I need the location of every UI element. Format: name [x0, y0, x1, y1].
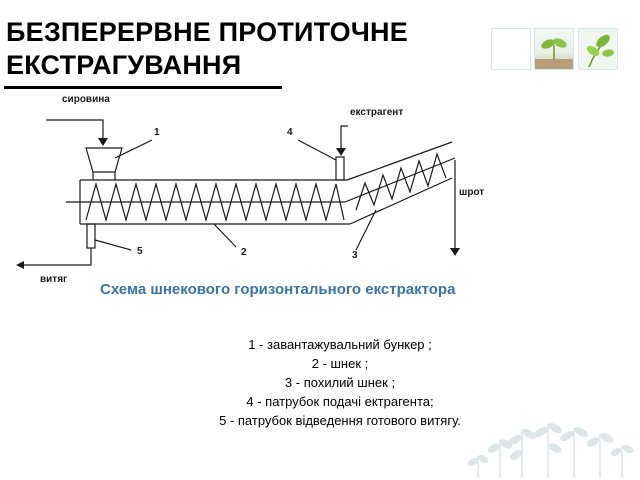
raw-material-arrowhead [98, 138, 108, 146]
sprout-photo-icon [534, 28, 574, 70]
title-underline [4, 86, 282, 89]
raw-material-arrow [46, 119, 104, 140]
leader-4 [297, 139, 337, 161]
number-5: 5 [137, 246, 143, 257]
slide-title: БЕЗПЕРЕРВНЕ ПРОТИТОЧНЕ ЕКСТРАГУВАННЯ [6, 16, 486, 82]
horizontal-screw [85, 181, 345, 223]
blank-photo-tile [491, 28, 531, 70]
label-extract: витяг [40, 274, 68, 285]
number-3: 3 [352, 250, 358, 261]
leaves-photo-icon [578, 28, 618, 70]
number-4: 4 [287, 127, 293, 138]
legend-item: 2 - шнек ; [311, 356, 369, 371]
inclined-screw [355, 152, 447, 211]
label-meal: шрот [459, 187, 485, 198]
legend-item: 5 - патрубок відведення готового витягу. [219, 413, 461, 428]
legend-item: 1 - завантажувальний бункер ; [248, 337, 432, 352]
extract-arrowhead [16, 261, 24, 269]
leader-1 [114, 139, 153, 159]
incline-top-wall [346, 141, 453, 181]
number-1: 1 [154, 127, 160, 138]
leader-3 [355, 209, 377, 251]
number-2: 2 [241, 247, 247, 258]
extractant-inlet-pipe [335, 156, 345, 181]
extractant-arrowhead [336, 148, 346, 156]
extract-arrow [22, 248, 92, 266]
leader-2 [213, 223, 237, 248]
label-extractant: екстрагент [350, 107, 404, 118]
diagram-caption: Схема шнекового горизонтального екстракт… [100, 281, 456, 298]
meal-arrowhead [450, 248, 460, 256]
legend-item: 3 - похилий шнек ; [284, 375, 396, 390]
extractant-arrow [340, 125, 348, 150]
inclined-screw-shaft [344, 157, 456, 203]
leader-5 [94, 239, 132, 251]
legend-item: 4 - патрубок подачі ектрагента; [246, 394, 434, 409]
diagram-legend: 1 - завантажувальний бункер ; 2 - шнек ;… [150, 335, 530, 430]
slide-title-line1: БЕЗПЕРЕРВНЕ ПРОТИТОЧНЕ [6, 17, 408, 47]
incline-bottom-wall [349, 177, 453, 225]
label-raw-material: сировина [62, 94, 110, 105]
slide-title-line2: ЕКСТРАГУВАННЯ [6, 50, 242, 80]
